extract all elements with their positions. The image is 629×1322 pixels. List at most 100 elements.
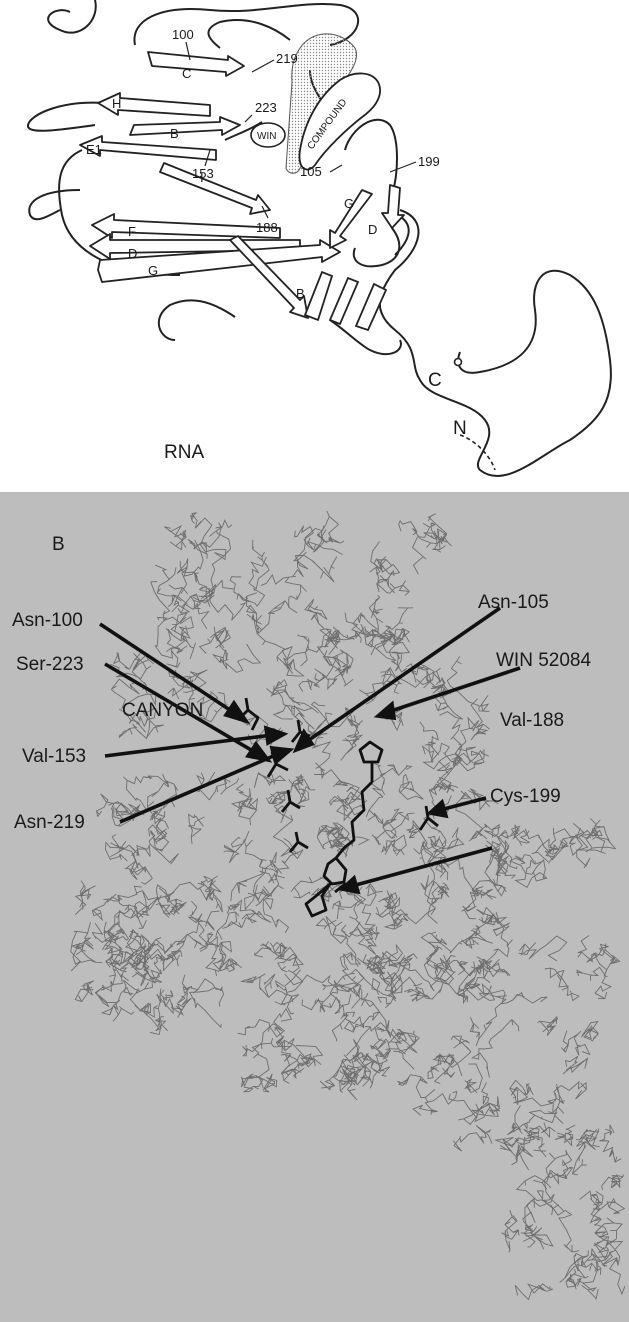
backbone-trace xyxy=(201,876,221,892)
alpha-helix xyxy=(305,272,386,330)
strand-label-g-left: G xyxy=(148,263,158,278)
backbone-trace xyxy=(213,957,242,972)
strand-label-d-left: D xyxy=(128,246,137,261)
backbone-trace xyxy=(272,680,301,712)
backbone-trace xyxy=(272,838,303,879)
label-cys-199: Cys-199 xyxy=(490,786,561,807)
backbone-trace xyxy=(261,575,307,613)
wireframe-svg: B Asn-100 Ser-223 CANYON Val-153 Asn-219… xyxy=(0,492,629,1322)
backbone-trace xyxy=(569,828,602,845)
backbone-trace xyxy=(188,911,219,949)
backbone-trace xyxy=(230,577,265,606)
backbone-trace xyxy=(484,986,547,1004)
backbone-trace xyxy=(399,775,423,800)
strand-label-e1: E1 xyxy=(86,142,102,157)
arrow-head-win-52084 xyxy=(378,704,394,718)
backbone-trace xyxy=(190,988,224,1028)
backbone-trace xyxy=(581,1022,598,1042)
wireframe-labels: B Asn-100 Ser-223 CANYON Val-153 Asn-219… xyxy=(12,534,591,833)
residue-number-105: 105 xyxy=(300,164,322,179)
strand-label-c: C xyxy=(182,66,191,81)
backbone-trace xyxy=(372,809,415,845)
arrow-head-val-188 xyxy=(430,802,446,816)
backbone-trace xyxy=(434,1036,471,1067)
backbone-trace xyxy=(362,884,382,934)
label-win-52084: WIN 52084 xyxy=(496,650,591,671)
backbone-trace xyxy=(261,874,285,897)
arrow-head-asn-100 xyxy=(226,703,246,721)
backbone-trace xyxy=(71,922,103,962)
backbone-trace xyxy=(458,718,479,763)
backbone-trace xyxy=(398,1075,435,1103)
backbone-trace xyxy=(232,799,257,826)
panel-letter-b: B xyxy=(52,534,65,555)
backbone-trace xyxy=(370,628,409,660)
wireframe-panel: B Asn-100 Ser-223 CANYON Val-153 Asn-219… xyxy=(0,492,629,1322)
residue-number-188: 188 xyxy=(256,220,278,235)
backbone-trace xyxy=(462,881,495,919)
backbone-trace xyxy=(177,540,203,594)
residue-number-219: 219 xyxy=(276,51,298,66)
backbone-trace xyxy=(572,1137,595,1175)
backbone-trace xyxy=(511,1087,564,1113)
backbone-trace xyxy=(246,593,290,633)
backbone-trace xyxy=(151,808,169,834)
backbone-trace xyxy=(315,984,369,1004)
backbone-trace xyxy=(594,943,620,976)
backbone-trace xyxy=(555,1125,575,1145)
label-asn-219: Asn-219 xyxy=(14,812,85,833)
backbone-trace xyxy=(245,831,277,869)
backbone-wireframe xyxy=(71,511,625,1300)
backbone-trace xyxy=(538,1017,559,1036)
backbone-trace xyxy=(554,1082,587,1104)
backbone-trace xyxy=(330,986,352,1042)
backbone-trace xyxy=(145,934,197,955)
backbone-trace xyxy=(510,855,545,878)
backbone-trace xyxy=(523,1198,537,1247)
backbone-trace xyxy=(421,932,447,956)
strand-f xyxy=(92,214,280,238)
backbone-trace xyxy=(299,669,328,692)
win-label: WIN xyxy=(257,131,276,142)
backbone-trace xyxy=(366,773,385,820)
backbone-trace xyxy=(433,529,452,552)
backbone-trace xyxy=(485,830,508,886)
strand-label-f: F xyxy=(128,224,136,239)
label-val-153: Val-153 xyxy=(22,746,86,767)
backbone-trace xyxy=(171,993,191,1018)
label-asn-100: Asn-100 xyxy=(12,610,83,631)
backbone-trace xyxy=(238,1009,292,1037)
c-terminus-end xyxy=(455,359,462,366)
backbone-trace xyxy=(560,1250,593,1282)
n-terminus-label: N xyxy=(453,418,467,439)
backbone-trace xyxy=(266,791,288,804)
backbone-trace xyxy=(449,1094,498,1118)
backbone-trace xyxy=(188,513,212,559)
backbone-trace xyxy=(505,825,529,846)
backbone-trace xyxy=(580,1191,602,1226)
backbone-trace xyxy=(599,1125,621,1162)
backbone-trace xyxy=(136,891,159,929)
backbone-trace xyxy=(293,556,337,583)
arrow-head-asn-219 xyxy=(272,748,290,762)
backbone-trace xyxy=(255,941,291,960)
strand-i xyxy=(160,163,270,214)
backbone-trace xyxy=(566,1269,582,1289)
backbone-trace xyxy=(313,511,338,552)
arrow-asn-219 xyxy=(120,754,278,822)
backbone-trace xyxy=(519,936,567,961)
backbone-trace xyxy=(115,957,148,986)
backbone-trace xyxy=(472,1020,519,1078)
backbone-trace xyxy=(249,540,269,589)
backbone-trace xyxy=(453,1126,492,1152)
backbone-trace xyxy=(523,1228,553,1250)
backbone-trace xyxy=(163,899,187,915)
backbone-trace xyxy=(545,968,579,1000)
strand-label-h: H xyxy=(112,96,121,111)
backbone-trace xyxy=(381,954,417,992)
backbone-trace xyxy=(169,585,209,629)
backbone-trace xyxy=(216,912,261,940)
backbone-trace xyxy=(580,1254,605,1300)
backbone-trace xyxy=(156,882,205,917)
backbone-trace xyxy=(305,599,327,628)
